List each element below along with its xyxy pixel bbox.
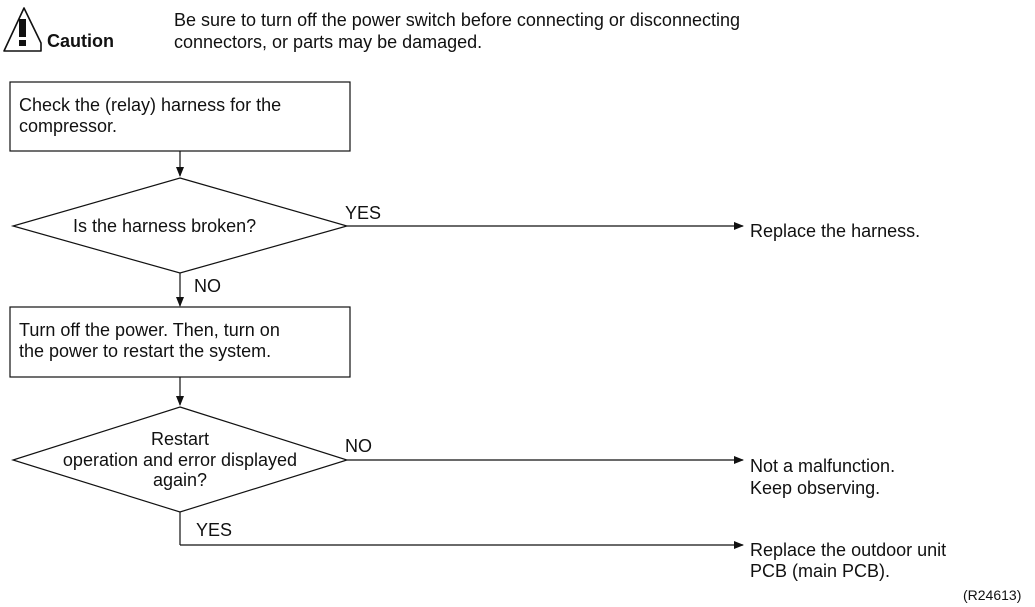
step-box-check-harness-line1: Check the (relay) harness for the [19,95,282,115]
step-box-restart-power-line2: the power to restart the system. [19,341,272,361]
decision1-no-label: NO [194,276,221,296]
decision-error-again-line1: Restart [150,429,210,449]
decision2-yes-label: YES [196,520,233,540]
decision2-no-label: NO [345,436,372,456]
step-box-check-harness [9,81,351,152]
caution-text-line1: Be sure to turn off the power switch bef… [174,10,740,30]
step-box-restart-power-line1: Turn off the power. Then, turn on [19,320,280,340]
result-not-malfunction-line2: Keep observing. [750,478,881,498]
decision-error-again-line2: operation and error displayed [62,450,298,470]
warning-triangle-icon [3,7,42,52]
result-replace-pcb-line1: Replace the outdoor unit [750,540,947,560]
decision-harness-broken-text: Is the harness broken? [73,216,257,236]
figure-reference: (R24613) [963,587,1022,603]
decision1-yes-label: YES [345,203,382,223]
decision-error-again-line3: again? [152,470,208,490]
caution-label: Caution [47,31,114,51]
result-replace-harness: Replace the harness. [750,221,921,241]
result-not-malfunction-line1: Not a malfunction. [750,456,896,476]
caution-text-line2: connectors, or parts may be damaged. [174,32,483,52]
step-box-check-harness-line2: compressor. [19,116,118,136]
result-replace-pcb-line2: PCB (main PCB). [750,561,891,581]
